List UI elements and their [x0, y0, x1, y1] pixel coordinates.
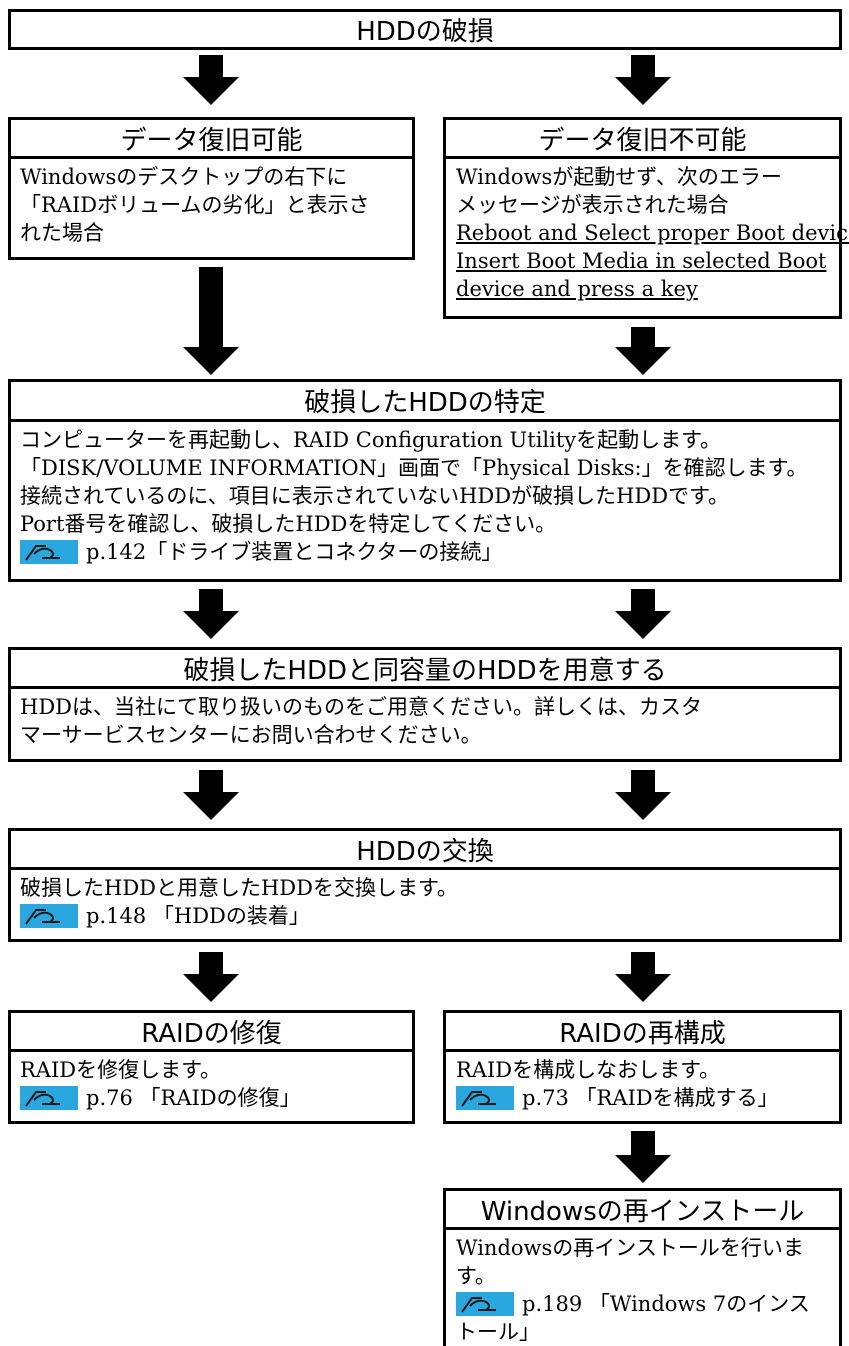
prepare-body: HDDは、当社にて取り扱いのものをご用意ください。詳しくは、カスタ マーサービス… [8, 689, 842, 762]
reinstall-line-1: Windowsの再インストールを行いま [456, 1236, 804, 1260]
down-arrow-icon [615, 952, 671, 1002]
reinstall-reference-text-1: p.189 「Windows 7のインス [522, 1292, 810, 1316]
down-arrow-icon [183, 55, 239, 105]
reinstall-heading-text: Windowsの再インストール [480, 1196, 805, 1227]
down-arrow-icon [615, 327, 671, 375]
repair-body: RAIDを修復します。 p.76 「RAIDの修復」 [8, 1052, 415, 1124]
prepare-heading: 破損したHDDと同容量のHDDを用意する [8, 647, 842, 689]
prepare-line-2: マーサービスセンターにお問い合わせください。 [20, 723, 482, 747]
down-arrow-icon [615, 1131, 671, 1183]
pointing-hand-icon [456, 1086, 514, 1110]
replace-reference-text: p.148 「HDDの装着」 [86, 904, 310, 928]
rebuild-line-1: RAIDを構成しなおします。 [456, 1058, 721, 1082]
unrecoverable-heading: データ復旧不可能 [443, 117, 842, 159]
unrecoverable-heading-text: データ復旧不可能 [538, 125, 747, 156]
replace-heading-text: HDDの交換 [356, 836, 494, 867]
identify-line-3: 接続されているのに、項目に表示されていないHDDが破損したHDDです。 [20, 484, 729, 508]
rebuild-reference[interactable]: p.73 「RAIDを構成する」 [456, 1084, 833, 1112]
rebuild-heading-text: RAIDの再構成 [559, 1018, 726, 1049]
pointing-hand-icon [20, 1086, 78, 1110]
reinstall-body: Windowsの再インストールを行いま す。 p.189 「Windows 7の… [443, 1230, 842, 1346]
error-message-line-1: Reboot and Select proper Boot device or [456, 221, 849, 245]
repair-reference-text: p.76 「RAIDの修復」 [86, 1086, 301, 1110]
identify-line-4: Port番号を確認し、破損したHDDを特定してください。 [20, 512, 557, 536]
error-message-line-2: Insert Boot Media in selected Boot [456, 249, 827, 273]
identify-heading: 破損したHDDの特定 [8, 379, 842, 422]
title-text: HDDの破損 [356, 17, 494, 47]
rebuild-reference-text: p.73 「RAIDを構成する」 [522, 1086, 779, 1110]
recoverable-heading-text: データ復旧可能 [120, 125, 303, 156]
error-message-line-3: device and press a key [456, 277, 698, 301]
identify-reference-text: p.142「ドライブ装置とコネクターの接続」 [86, 540, 503, 564]
down-arrow-icon [183, 952, 239, 1002]
recoverable-heading: データ復旧可能 [8, 117, 415, 159]
title-box: HDDの破損 [8, 9, 842, 50]
down-arrow-icon [183, 589, 239, 639]
replace-line-1: 破損したHDDと用意したHDDを交換します。 [20, 876, 458, 900]
repair-reference[interactable]: p.76 「RAIDの修復」 [20, 1084, 406, 1112]
pointing-hand-icon [20, 904, 78, 928]
replace-reference[interactable]: p.148 「HDDの装着」 [20, 902, 833, 930]
unrecoverable-line-2: メッセージが表示された場合 [456, 193, 729, 217]
identify-line-1: コンピューターを再起動し、RAID Configuration Utilityを… [20, 428, 722, 452]
identify-heading-text: 破損したHDDの特定 [304, 388, 546, 418]
down-arrow-icon [615, 770, 671, 820]
down-arrow-icon [615, 589, 671, 639]
reinstall-reference[interactable]: p.189 「Windows 7のインス [456, 1290, 833, 1318]
replace-heading: HDDの交換 [8, 828, 842, 870]
reinstall-heading: Windowsの再インストール [443, 1188, 842, 1230]
replace-body: 破損したHDDと用意したHDDを交換します。 p.148 「HDDの装着」 [8, 870, 842, 942]
down-arrow-icon [183, 267, 239, 375]
repair-heading: RAIDの修復 [8, 1010, 415, 1052]
identify-reference[interactable]: p.142「ドライブ装置とコネクターの接続」 [20, 538, 833, 566]
unrecoverable-body: Windowsが起動せず、次のエラー メッセージが表示された場合 Reboot … [443, 159, 849, 319]
reinstall-line-2: す。 [456, 1264, 496, 1288]
recoverable-body: Windowsのデスクトップの右下に 「RAIDボリュームの劣化」と表示さ れた… [8, 159, 415, 260]
unrecoverable-line-1: Windowsが起動せず、次のエラー [456, 165, 782, 189]
prepare-line-1: HDDは、当社にて取り扱いのものをご用意ください。詳しくは、カスタ [20, 695, 702, 719]
repair-line-1: RAIDを修復します。 [20, 1058, 222, 1082]
recoverable-line-2: 「RAIDボリュームの劣化」と表示さ [20, 193, 370, 217]
down-arrow-icon [615, 55, 671, 105]
reinstall-reference-text-2: トール」 [456, 1320, 540, 1344]
prepare-heading-text: 破損したHDDと同容量のHDDを用意する [183, 655, 667, 686]
repair-heading-text: RAIDの修復 [141, 1018, 282, 1049]
identify-line-2: 「DISK/VOLUME INFORMATION」画面で「Physical Di… [20, 456, 808, 480]
pointing-hand-icon [456, 1292, 514, 1316]
down-arrow-icon [183, 770, 239, 820]
rebuild-body: RAIDを構成しなおします。 p.73 「RAIDを構成する」 [443, 1052, 842, 1124]
rebuild-heading: RAIDの再構成 [443, 1010, 842, 1052]
identify-body: コンピューターを再起動し、RAID Configuration Utilityを… [8, 422, 842, 582]
pointing-hand-icon [20, 540, 78, 564]
recoverable-line-1: Windowsのデスクトップの右下に [20, 165, 348, 189]
recoverable-line-3: れた場合 [20, 221, 104, 245]
